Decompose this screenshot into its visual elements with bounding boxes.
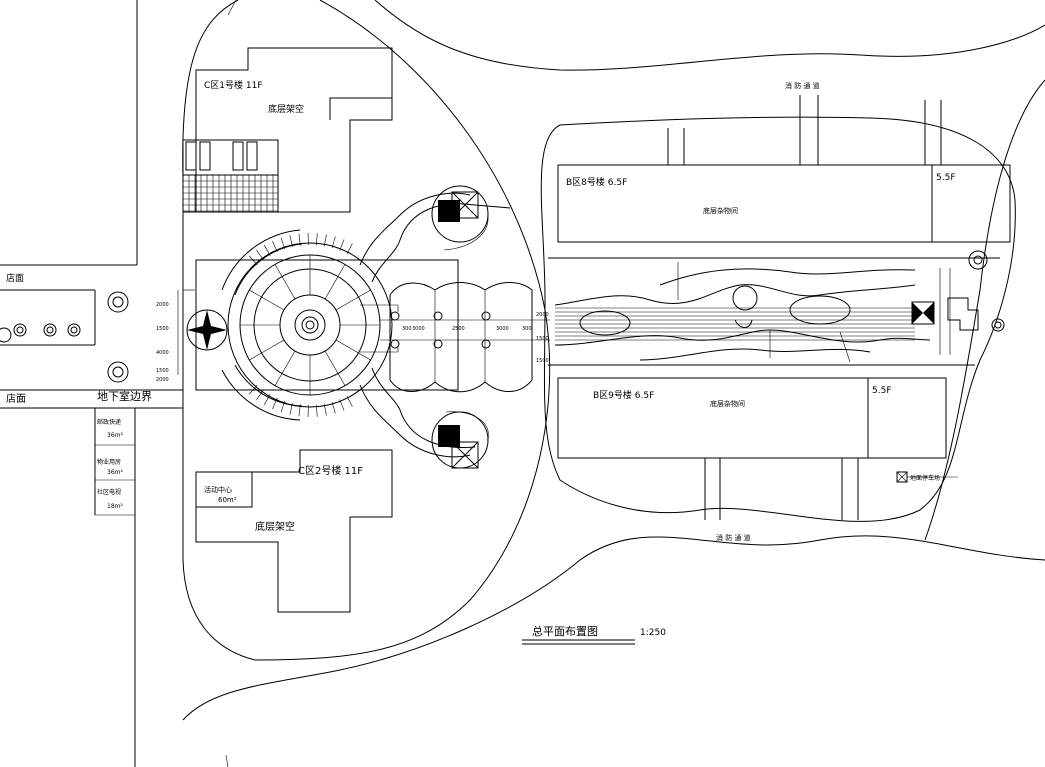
activity-center-value: 60m²: [218, 496, 237, 504]
building-c2-outline: [195, 449, 393, 613]
pavilion-north: [431, 185, 489, 251]
plaza-south-loop: [359, 384, 471, 458]
plan-scale: 1:250: [640, 628, 666, 638]
legend-row-2-value: 36m²: [107, 469, 123, 476]
tick-mark: [227, 0, 237, 16]
building-b9-name: B区9号楼 6.5F: [593, 389, 654, 401]
dim-plaza-2: 3000: [412, 326, 425, 332]
building-c1-outline: [195, 47, 393, 213]
legend-mark-label: 地面停车场: [910, 474, 940, 482]
pavilion-south: [431, 411, 489, 469]
legend-row-1-value: 36m²: [107, 432, 123, 439]
site-boundary-curve: [254, 0, 551, 661]
activity-center-label: 活动中心: [204, 485, 232, 494]
legend-row-3-value: 18m²: [107, 503, 123, 510]
building-b8-ground: 底层杂物间: [703, 206, 738, 215]
legend-row-1-label: 邮政快递: [97, 418, 121, 426]
parking-grid: [182, 139, 279, 213]
central-plaza: [177, 229, 459, 421]
dim-plaza-1: 300: [402, 326, 412, 332]
building-b8-name: B区8号楼 6.5F: [566, 176, 627, 188]
east-road-edge: [924, 79, 1045, 541]
legend-table: [94, 408, 135, 516]
dim-left-1: 2000: [156, 302, 169, 308]
legend-row-3-label: 社区电视: [97, 488, 121, 496]
building-c2-ground: 底层架空: [255, 520, 295, 533]
fire-road-top-label: 消 防 通 道: [785, 81, 820, 90]
legend-symbol-x: [896, 471, 908, 483]
street-trees: [0, 291, 129, 383]
dim-plaza-3: 2500: [452, 326, 465, 332]
building-b9-ground: 底层杂物间: [710, 399, 745, 408]
dim-right-1: 2000: [536, 312, 549, 318]
plaza-north-loop: [359, 192, 471, 266]
shop-top-label: 店面: [6, 272, 24, 284]
dim-right-2: 1500: [536, 336, 549, 342]
north-road-edge: [374, 0, 1045, 71]
dim-plaza-5: 300: [522, 326, 532, 332]
inner-ring-road: [540, 116, 1016, 522]
building-c1-step: [329, 97, 392, 120]
building-b9-annex: 5.5F: [872, 386, 892, 396]
dim-right-3: 1500: [536, 358, 549, 364]
building-c1-name: C区1号楼 11F: [204, 79, 263, 91]
dim-left-4: 1500: [156, 368, 169, 374]
dim-left-5: 2000: [156, 377, 169, 383]
building-c2-name: C区2号楼 11F: [298, 464, 363, 477]
fire-road-bottom-label: 消 防 通 道: [716, 533, 751, 542]
dim-left-3: 4000: [156, 350, 169, 356]
tick-mark: [225, 754, 229, 767]
dim-left-2: 1500: [156, 326, 169, 332]
shop-bottom-label: 店面: [6, 392, 26, 405]
building-c1-ground: 底层架空: [268, 103, 304, 115]
dim-plaza-4: 3000: [496, 326, 509, 332]
legend-row-2-label: 物业用房: [97, 458, 121, 466]
scalloped-walkway: [360, 282, 550, 393]
building-b9: [557, 377, 947, 459]
plan-title: 总平面布置图: [532, 624, 598, 638]
building-b8: [557, 164, 1011, 243]
activity-center-box: [195, 471, 253, 508]
building-b8-annex: 5.5F: [936, 173, 956, 183]
basement-boundary-label: 地下室边界: [97, 389, 152, 403]
south-road-edge: [182, 535, 1045, 721]
stream: [554, 250, 1005, 363]
